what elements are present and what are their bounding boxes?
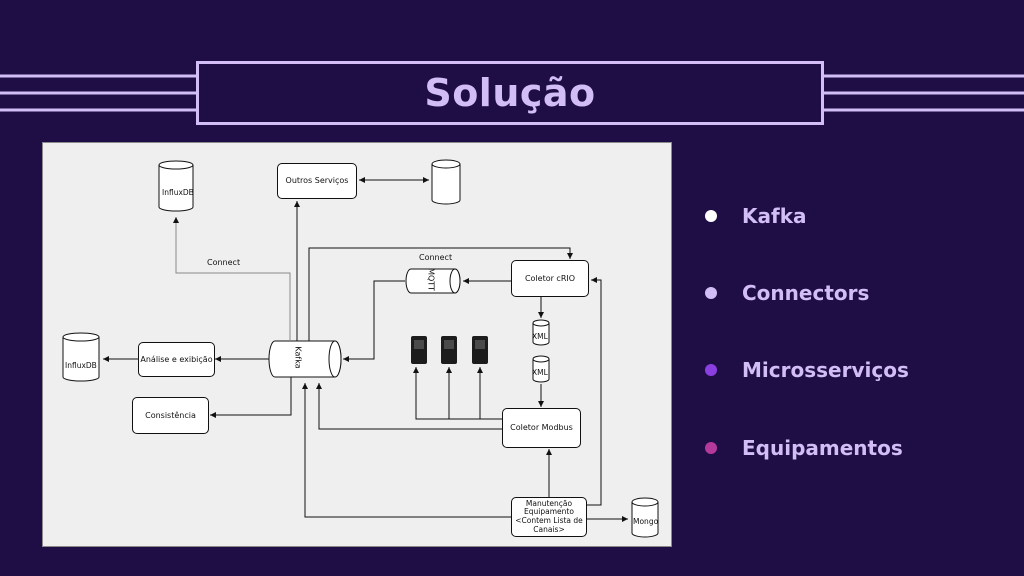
mqtt-label: MQTT <box>426 268 436 291</box>
bullet-label: Microsserviços <box>742 358 909 382</box>
server-icons <box>411 336 488 364</box>
coletor-modbus-node: Coletor Modbus <box>502 408 581 448</box>
slide-title: Solução <box>424 71 596 115</box>
influxdb-top-cylinder <box>158 165 194 212</box>
bullet-dot <box>705 287 717 299</box>
bullet-item-microsservicos: Microsserviços <box>705 358 909 382</box>
mongo-label: Mongo <box>633 517 659 526</box>
consistencia-node: Consistência <box>132 397 209 434</box>
manutencao-equipamento-node: Manutenção Equipamento <Contem Lista de … <box>511 497 587 537</box>
outros-servicos-node: Outros Serviços <box>277 163 357 199</box>
diagram-connections <box>62 159 659 538</box>
xml1-label: XML <box>532 332 548 341</box>
xml2-cylinder <box>532 359 550 383</box>
bullet-dot <box>705 364 717 376</box>
xml1-cylinder <box>532 323 550 346</box>
bullet-item-equipamentos: Equipamentos <box>705 436 903 460</box>
coletor-crio-node: Coletor cRIO <box>511 260 589 297</box>
mongo-cylinder <box>631 502 659 538</box>
connect-label-influx: Connect <box>207 258 241 267</box>
kafka-label: Kafka <box>293 346 303 369</box>
bullet-item-connectors: Connectors <box>705 281 869 305</box>
outros-db-cylinder <box>431 164 461 205</box>
bullet-label: Equipamentos <box>742 436 903 460</box>
analise-exibicao-node: Análise e exibição <box>138 342 215 377</box>
title-decoration-lines <box>0 74 1024 112</box>
bullet-dot <box>705 210 717 222</box>
connect-label-mqtt: Connect <box>419 253 453 262</box>
influxdb-top-label: InfluxDB <box>162 188 194 197</box>
title-box: Solução <box>196 61 824 125</box>
bullet-dot <box>705 442 717 454</box>
bullet-label: Connectors <box>742 281 870 305</box>
influxdb-left-cylinder <box>62 337 100 382</box>
bullet-label: Kafka <box>742 204 807 228</box>
influxdb-left-label: InfluxDB <box>65 361 97 370</box>
xml2-label: XML <box>532 368 548 377</box>
bullet-item-kafka: Kafka <box>705 204 807 228</box>
architecture-diagram: InfluxDB InfluxDB Mongo XML XML Kafka MQ… <box>42 142 672 547</box>
